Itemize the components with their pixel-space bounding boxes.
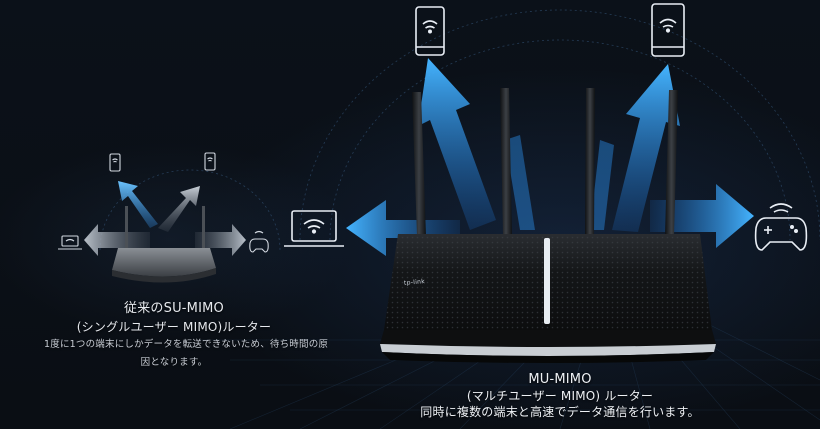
mu-mimo-caption: MU-MIMO (マルチユーザー MIMO) ルーター 同時に複数の端末と高速で…	[350, 372, 770, 420]
blue-arrow-up-left	[418, 58, 496, 230]
smartphone-wifi-icon	[109, 153, 121, 172]
mu-mimo-router	[380, 234, 716, 363]
blue-arrow-up-right	[612, 64, 680, 232]
gamepad-wifi-icon	[754, 203, 808, 251]
smartphone-wifi-icon	[651, 3, 685, 57]
router-antennas	[412, 88, 678, 236]
su-mimo-title: 従来のSU-MIMO	[124, 301, 224, 316]
laptop-wifi-icon	[284, 210, 344, 247]
su-mimo-description-line2: 因となります。	[140, 357, 208, 368]
smartphone-wifi-icon	[415, 6, 445, 56]
blue-arrow-up-left	[118, 181, 158, 228]
mu-mimo-arrows	[346, 58, 754, 256]
su-mimo-router	[84, 181, 246, 283]
mu-mimo-title: MU-MIMO	[528, 372, 592, 387]
su-mimo-description-line1: 1度に1つの端末にしかデータを転送できないため、待ち時間の原	[44, 339, 329, 350]
su-mimo-subtitle: (シングルユーザー MIMO)ルーター	[76, 320, 272, 334]
floor-grid	[200, 299, 820, 429]
blue-arrow-left	[346, 200, 460, 256]
mu-mimo-description: 同時に複数の端末と高速でデータ通信を行います。	[420, 405, 700, 419]
mu-mimo-subtitle: (マルチユーザー MIMO) ルーター	[466, 389, 654, 403]
gamepad-wifi-icon	[249, 230, 269, 253]
signal-arcs	[99, 9, 820, 251]
gray-arrow-up-right	[158, 186, 200, 232]
laptop-wifi-icon	[58, 235, 82, 250]
smartphone-wifi-icon	[204, 152, 216, 171]
blue-arrow-right	[650, 184, 754, 248]
su-mimo-caption: 従来のSU-MIMO (シングルユーザー MIMO)ルーター 1度に1つの端末に…	[44, 300, 329, 372]
